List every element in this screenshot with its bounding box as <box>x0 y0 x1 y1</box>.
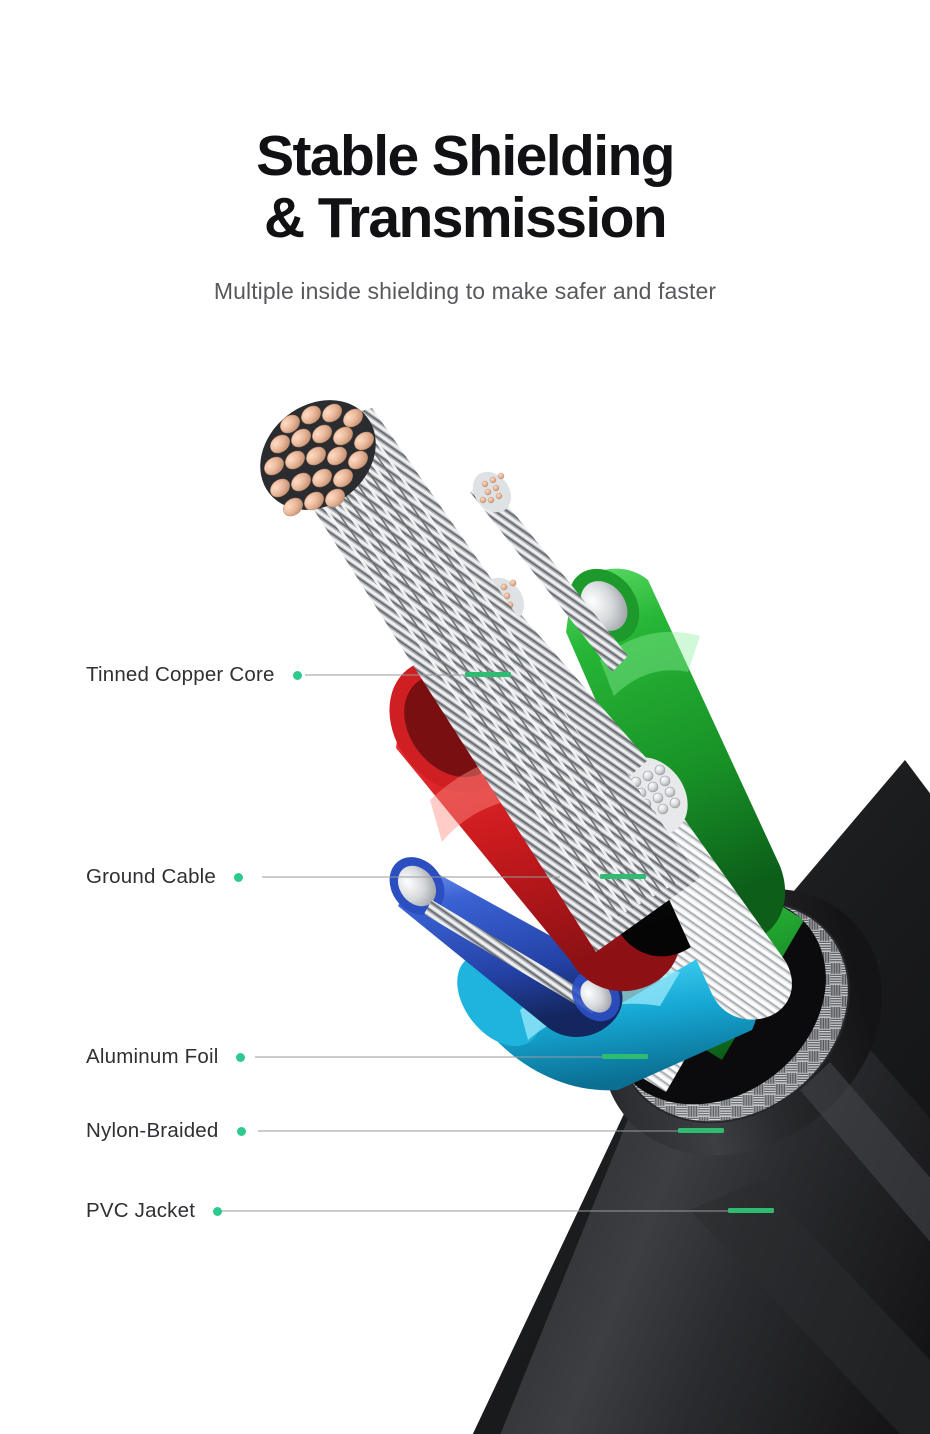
page-title-line-2: & Transmission <box>263 185 668 250</box>
tinned-copper-core-bundle <box>260 400 700 952</box>
callout-pvc-jacket[interactable]: PVC Jacket <box>86 1198 223 1224</box>
callout-dot-icon <box>213 1206 223 1216</box>
callout-tinned-copper-core[interactable]: Tinned Copper Core <box>86 662 302 688</box>
page-subtitle: Multiple inside shielding to make safer … <box>213 278 717 304</box>
subtitle-wrap: Multiple inside shielding to make safer … <box>0 278 930 305</box>
blue-wire-strands <box>424 900 600 1014</box>
page-title: Stable Shielding & Transmission <box>0 124 930 250</box>
wire-blue <box>389 857 623 1037</box>
callout-aluminum-foil[interactable]: Aluminum Foil <box>86 1044 246 1070</box>
page-title-line-1: Stable Shielding <box>256 124 675 188</box>
callout-nylon-braided[interactable]: Nylon-Braided <box>86 1118 246 1144</box>
callout-dot-icon <box>234 872 244 882</box>
header: Stable Shielding & Transmission <box>0 124 930 250</box>
callout-label: Aluminum Foil <box>86 1045 219 1068</box>
callout-dot-icon <box>236 1126 246 1136</box>
tinned-wire-upper-right <box>470 471 628 672</box>
callout-dot-icon <box>236 1052 246 1062</box>
callout-label: Ground Cable <box>86 865 217 888</box>
callout-label: Nylon-Braided <box>86 1119 219 1142</box>
callout-dot-icon <box>292 670 302 680</box>
copper-strand-faces <box>260 400 376 517</box>
callout-label: Tinned Copper Core <box>86 663 275 686</box>
callout-ground-cable[interactable]: Ground Cable <box>86 864 244 890</box>
callout-label: PVC Jacket <box>86 1199 196 1222</box>
leader-lines <box>215 672 774 1213</box>
